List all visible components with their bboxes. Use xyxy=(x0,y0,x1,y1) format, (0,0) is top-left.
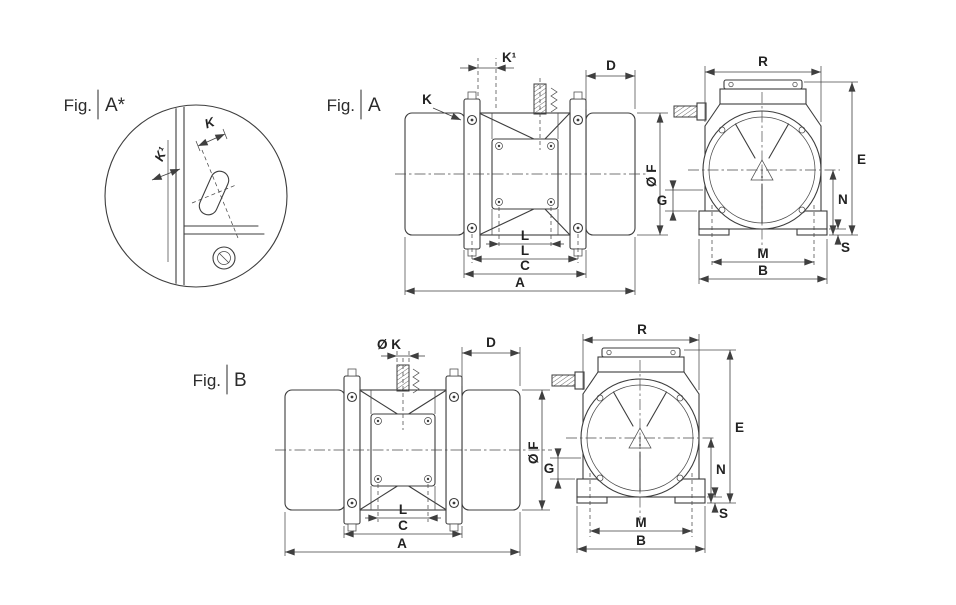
dim-label-c: C xyxy=(520,258,530,273)
dim-b-side-a: A xyxy=(284,512,521,556)
dim-a-side-d: D xyxy=(585,58,636,109)
fig-b-prefix: Fig. xyxy=(193,371,221,390)
terminal-box xyxy=(597,356,685,373)
dim-label-f: Ø F xyxy=(644,165,659,188)
dim-a-side-f: Ø F xyxy=(637,112,668,236)
fig-b-side-view: Fig. B xyxy=(193,335,552,556)
fig-b-name: B xyxy=(234,370,247,391)
dim-label-a: A xyxy=(397,536,407,551)
dim-label-m: M xyxy=(757,246,768,261)
fig-detail-name: A* xyxy=(105,95,126,116)
dim-label-c: C xyxy=(398,518,408,533)
detail-internals xyxy=(167,106,265,286)
dim-b-end-s: S xyxy=(707,487,728,521)
dim-b-side-l: L xyxy=(365,484,441,522)
fig-a-prefix: Fig. xyxy=(327,96,355,115)
foot-pad xyxy=(698,228,730,236)
fig-detail-prefix: Fig. xyxy=(64,96,92,115)
dim-label-d: D xyxy=(486,335,496,350)
dim-b-side-c: C xyxy=(343,518,463,538)
dim-label-b: B xyxy=(636,533,646,548)
dim-b-end-m: M xyxy=(590,515,692,535)
flange-bolt xyxy=(448,391,460,403)
foot-pad xyxy=(576,496,608,504)
dim-label-l: L xyxy=(399,502,407,517)
dim-a-end-s: S xyxy=(829,219,850,255)
fig-a-name: A xyxy=(368,95,381,116)
dim-a-end-r: R xyxy=(704,54,822,122)
dim-b-side-k: Ø K xyxy=(377,337,425,362)
spring-symbol xyxy=(412,368,420,394)
dim-label-s: S xyxy=(719,506,728,521)
dim-label-k: Ø K xyxy=(377,337,401,352)
dim-b-end-e: E xyxy=(684,349,744,504)
dim-a-end-e: E xyxy=(804,81,866,236)
dim-a-side-k: K xyxy=(422,92,462,121)
dim-label-k1: K¹ xyxy=(151,144,171,163)
dim-detail-k1: K¹ xyxy=(151,144,181,181)
dim-label-r: R xyxy=(637,322,647,337)
cable-gland xyxy=(673,105,701,118)
dim-label-b: B xyxy=(758,263,768,278)
dim-label-k1: K¹ xyxy=(502,50,517,65)
slot-hole xyxy=(198,170,230,216)
dim-label-n: N xyxy=(716,462,726,477)
spring-symbol xyxy=(550,87,558,113)
motor-body-end-b xyxy=(551,347,714,537)
dim-b-side-f: Ø F xyxy=(522,389,550,511)
foot-pad xyxy=(796,228,828,236)
motor-body-side-a xyxy=(395,78,646,257)
dim-label-g: G xyxy=(544,461,555,476)
flange-bolt xyxy=(466,114,478,126)
motor-body-side-b xyxy=(275,358,552,532)
dim-a-side-a: A xyxy=(404,237,636,295)
flange-bolt xyxy=(466,222,478,234)
dim-b-end-g: G xyxy=(544,448,581,489)
terminal-box-lid xyxy=(601,347,681,358)
dim-label-r: R xyxy=(758,54,768,69)
motor-body-end-a xyxy=(673,79,840,266)
fig-a-side-view: Fig. A xyxy=(327,50,668,295)
dim-label-g: G xyxy=(657,193,668,208)
dim-b-side-d: D xyxy=(461,335,521,386)
dim-label-m: M xyxy=(635,515,646,530)
flange-bolt xyxy=(346,497,358,509)
cable-gland xyxy=(551,374,579,387)
fig-detail-view: Fig. A* K K¹ xyxy=(64,89,288,288)
flange-bolt xyxy=(572,222,584,234)
dim-a-side-k1: K¹ xyxy=(460,50,517,108)
fig-b-end-view: R E N G S M xyxy=(544,322,744,553)
dim-b-end-b: B xyxy=(576,506,706,553)
flange-bolt xyxy=(448,497,460,509)
dim-a-side-l2: L xyxy=(471,234,579,263)
terminal-box-lid xyxy=(723,79,803,90)
dim-label-e: E xyxy=(857,152,866,167)
dim-a-end-b: B xyxy=(698,239,828,284)
dim-a-end-n: N xyxy=(829,170,848,235)
dim-label-d: D xyxy=(606,58,616,73)
dim-label-f: Ø F xyxy=(526,442,541,465)
dim-label-l1: L xyxy=(521,228,529,243)
flange-bolt xyxy=(346,391,358,403)
fig-a-end-view: R E N G S M xyxy=(657,54,866,284)
dim-b-end-r: R xyxy=(582,322,700,390)
dim-label-s: S xyxy=(841,240,850,255)
detail-circle xyxy=(104,104,288,288)
dim-a-end-m: M xyxy=(712,246,814,266)
dim-a-side-l1: L xyxy=(486,207,564,248)
dim-label-k: K xyxy=(422,92,432,107)
dim-label-l2: L xyxy=(521,243,529,258)
dim-label-n: N xyxy=(838,192,848,207)
dim-a-end-g: G xyxy=(657,180,703,221)
flange-bolt xyxy=(572,114,584,126)
dim-b-end-n: N xyxy=(707,438,726,503)
terminal-box xyxy=(719,88,807,105)
dim-a-side-c: C xyxy=(463,250,587,278)
foot-pad xyxy=(674,496,706,504)
dim-label-a: A xyxy=(515,275,525,290)
dim-label-e: E xyxy=(735,420,744,435)
